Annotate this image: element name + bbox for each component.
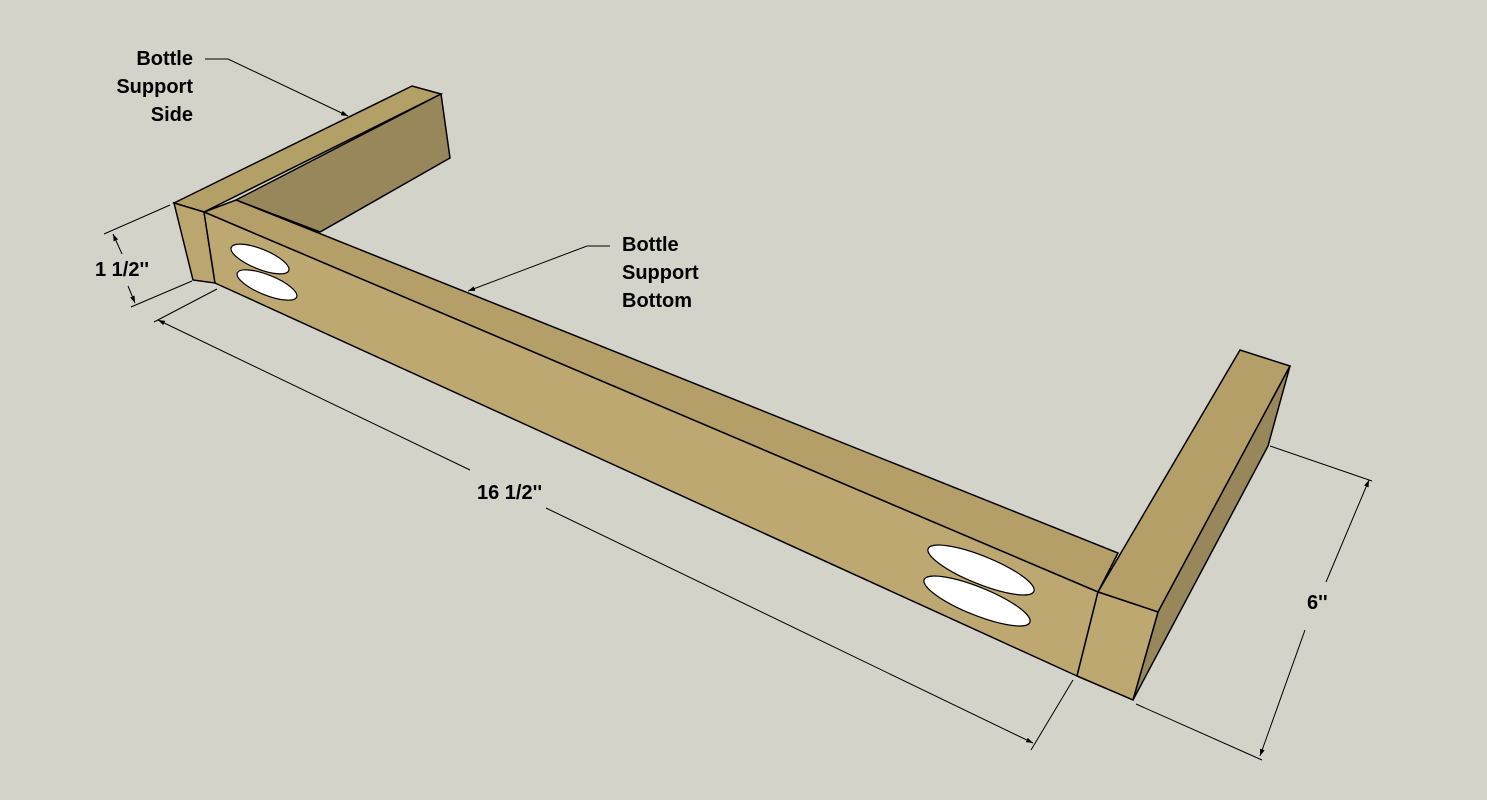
dimension-height (1135, 445, 1373, 761)
pocket-hole (927, 544, 1035, 596)
bottom-edge-line (203, 211, 1099, 593)
extension-line (1269, 445, 1373, 482)
extension-line (103, 204, 171, 235)
callout-bottle-support-side: Bottle Support Side (90, 45, 193, 129)
pocket-hole (923, 575, 1031, 627)
dimension-label-height: 6'' (1307, 592, 1328, 614)
dimension-length (153, 288, 1074, 751)
side-callout-leader (205, 58, 349, 117)
side-left-inner-face (234, 92, 451, 233)
bottom-callout-leader (467, 245, 610, 292)
dimension-label-thickness: 1 1/2'' (95, 259, 149, 281)
bottle-support-bottom (201, 199, 1120, 678)
bottle-support-side-left (171, 85, 451, 284)
dimension-arrow (1259, 629, 1306, 757)
callout-bottle-support-bottom: Bottle Support Bottom (622, 231, 699, 315)
dimension-arrow (1325, 479, 1370, 583)
dimension-label-length: 16 1/2'' (477, 482, 543, 504)
callout-line: Bottle (136, 48, 193, 70)
pocket-hole (236, 269, 298, 301)
extension-line (1030, 679, 1074, 751)
extension-line (153, 288, 218, 323)
callout-line: Side (150, 104, 193, 126)
callout-line: Bottom (622, 290, 692, 312)
extension-line (130, 280, 193, 308)
dimension-thickness (103, 204, 193, 308)
dimension-arrow (127, 285, 136, 304)
callout-line: Support (116, 76, 193, 98)
bottle-support-side-right (1076, 349, 1292, 702)
dimension-arrow (112, 233, 123, 255)
side-right-end-face (1076, 591, 1159, 702)
callout-leaders (205, 58, 610, 292)
extension-line (1135, 703, 1263, 761)
dimension-arrow (545, 507, 1034, 744)
callout-line: Bottle (622, 234, 679, 256)
callout-line: Support (622, 262, 699, 284)
dimension-arrow (157, 319, 471, 471)
pocket-hole (230, 243, 290, 275)
